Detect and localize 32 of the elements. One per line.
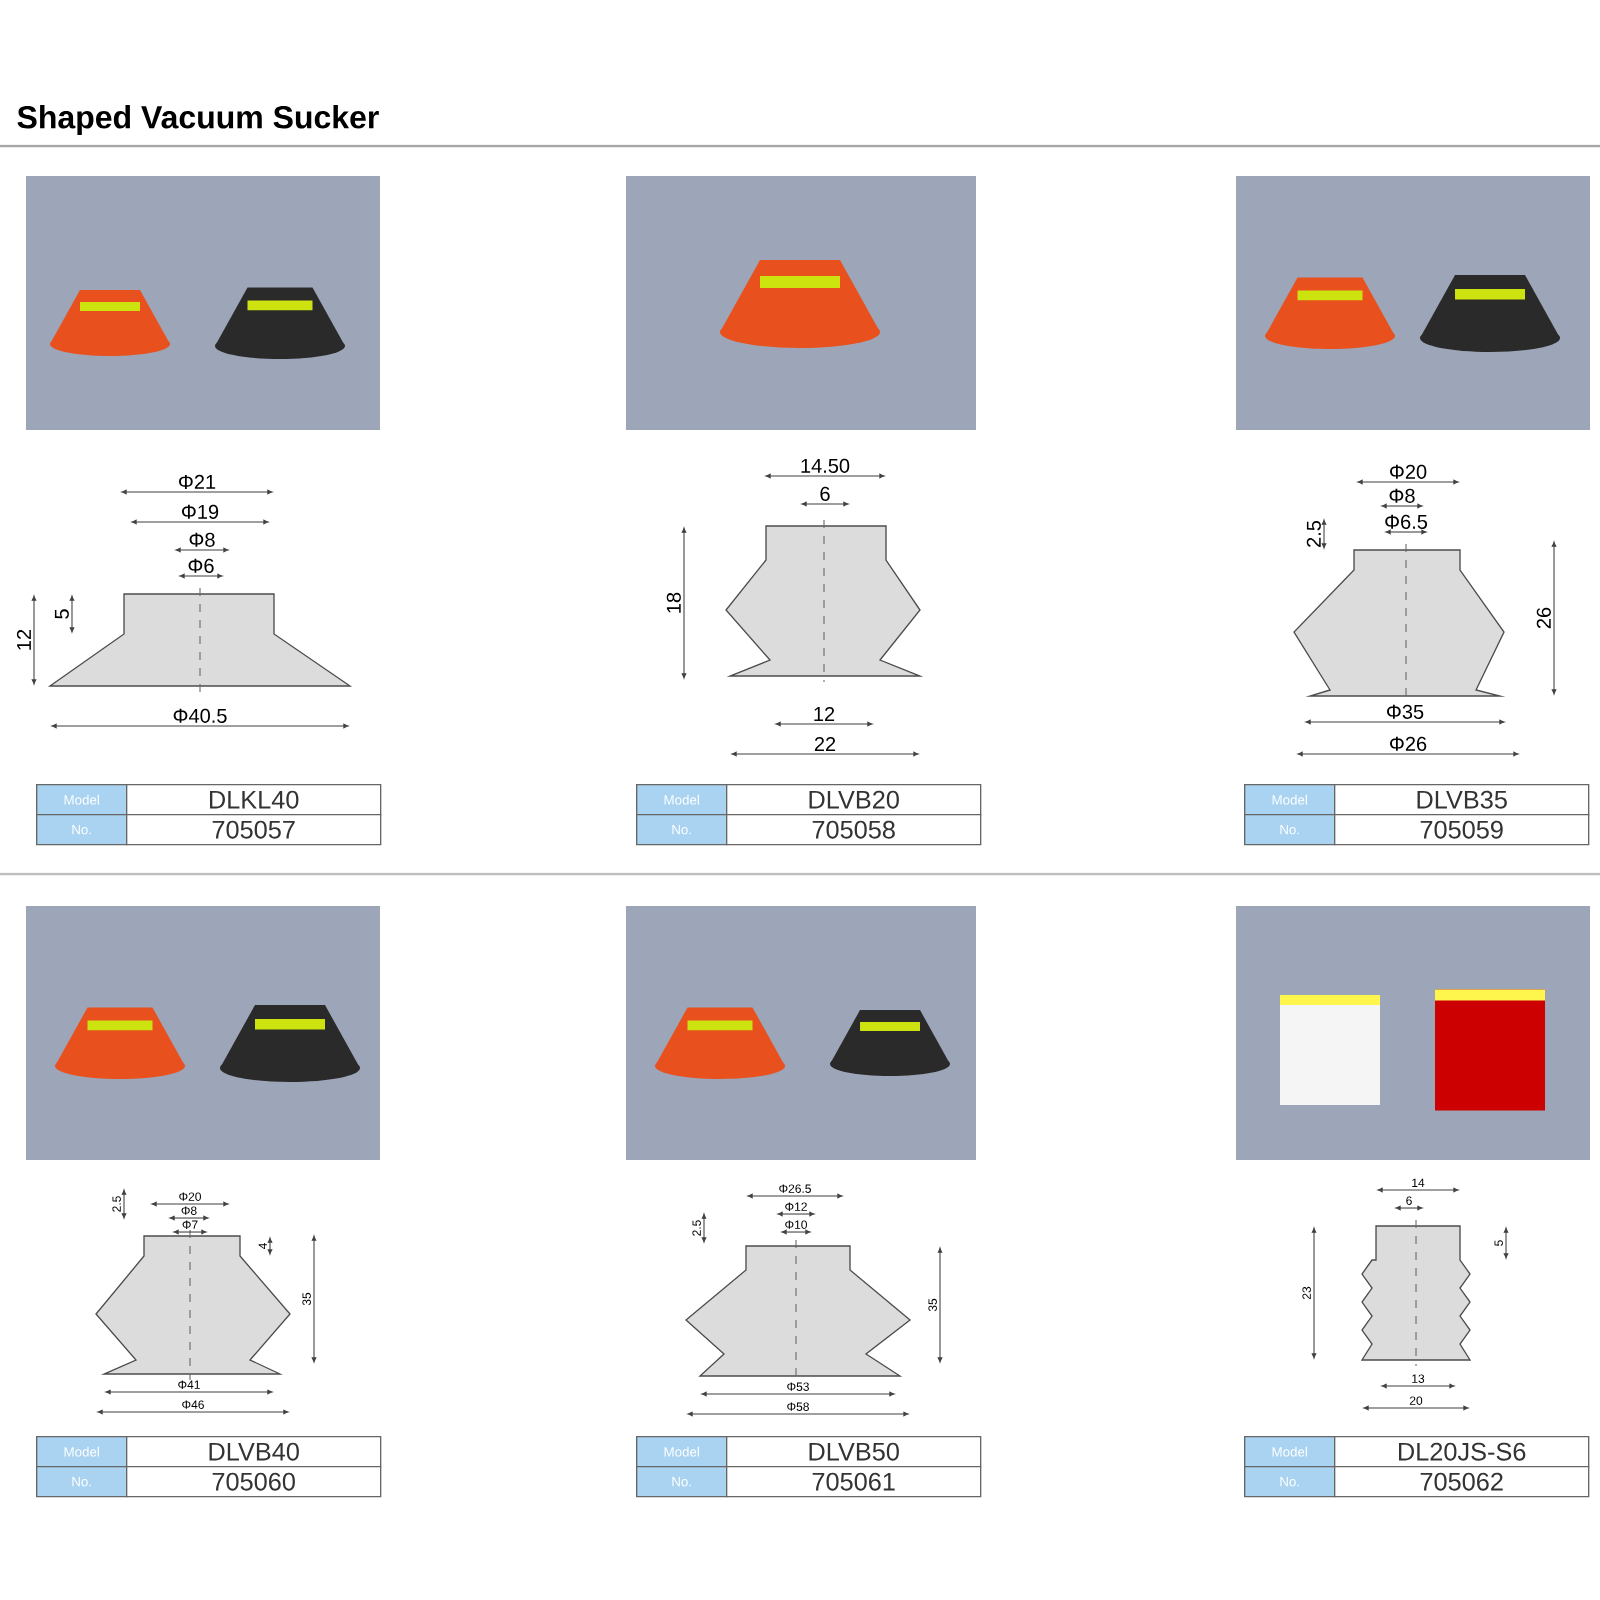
table-cell: 705058: [726, 814, 982, 846]
dimension-label: Φ8: [1389, 488, 1415, 503]
dimension-label: Φ6: [188, 558, 214, 573]
table-cell: 705057: [126, 814, 382, 846]
dimension-label: 12: [814, 706, 835, 721]
dimension-label: 22: [814, 736, 836, 751]
table-cell: 705061: [726, 1466, 982, 1498]
dimension-label: Φ26: [1390, 736, 1427, 751]
dimension-label: Φ40.5: [173, 708, 227, 723]
table-cell: DLKL40: [126, 784, 382, 816]
dimension-label: 12: [16, 629, 31, 650]
dimension-label: 18: [666, 592, 681, 613]
dimension-label: 26: [1536, 607, 1551, 629]
table-cell: 705059: [1334, 814, 1590, 846]
table-cell: DLVB35: [1334, 784, 1590, 816]
table-cell: DLVB20: [726, 784, 982, 816]
dimension-label: Φ35: [1387, 704, 1424, 719]
table-cell: 705062: [1334, 1466, 1590, 1498]
dimension-label: Φ20: [1390, 464, 1427, 479]
table-cell: DL20JS-S6: [1334, 1436, 1590, 1468]
dimension-label: Φ19: [182, 504, 219, 519]
table-cell: DLVB40: [126, 1436, 382, 1468]
dimension-label: Φ8: [189, 532, 215, 547]
title: Shaped Vacuum Sucker: [17, 105, 379, 135]
table-cell: 705060: [126, 1466, 382, 1498]
dimension-label: Φ21: [179, 474, 216, 489]
table-cell: DLVB50: [726, 1436, 982, 1468]
dimension-label: 5: [54, 609, 69, 619]
dimension-label: 6: [820, 486, 830, 501]
dimension-label: 14.50: [801, 458, 850, 473]
dimension-label: Φ6.5: [1385, 514, 1428, 529]
dimension-label: 2.5: [1306, 520, 1321, 547]
